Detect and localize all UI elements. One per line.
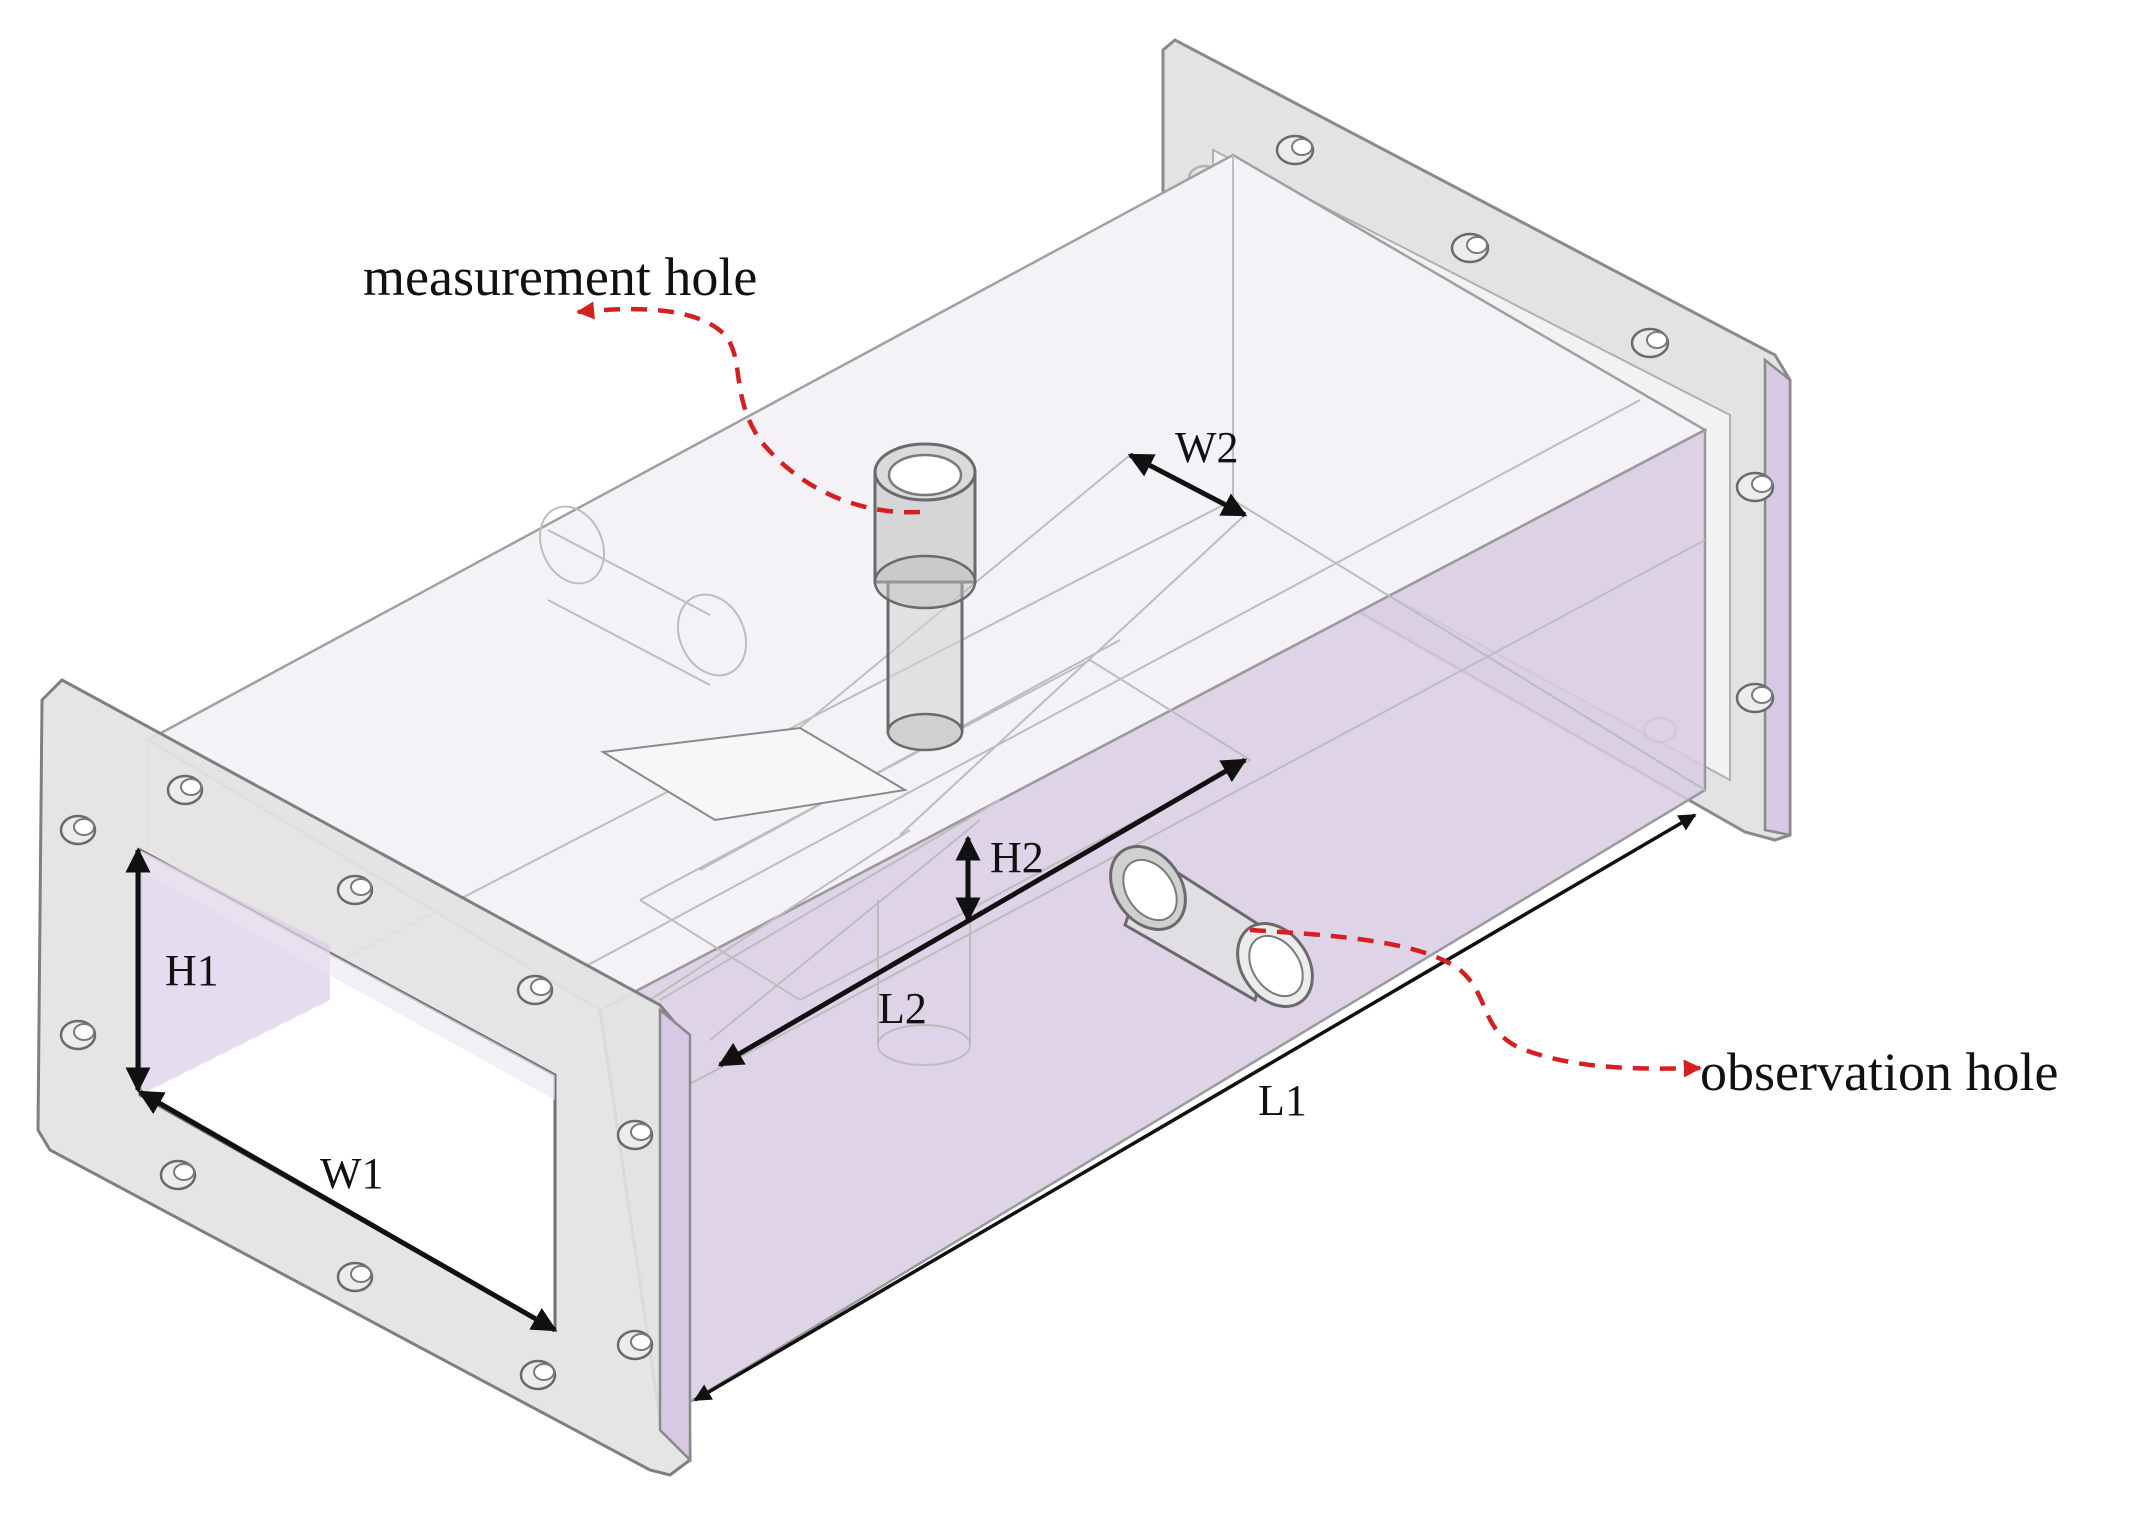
dimension-w1-arrow — [137, 1089, 558, 1333]
bolt-icon — [1735, 471, 1775, 503]
label-observation-hole: observation hole — [1700, 1042, 2058, 1102]
bolt-icon — [59, 814, 97, 846]
label-w2: W2 — [1175, 423, 1239, 472]
bolt-icon — [336, 1261, 374, 1293]
measurement-hole-tube — [873, 442, 977, 1066]
label-l2: L2 — [878, 984, 927, 1033]
bolt-icon — [336, 874, 374, 906]
dimension-lines — [125, 452, 1697, 1402]
label-measurement-hole: measurement hole — [363, 247, 757, 307]
bolt-icon — [1630, 327, 1670, 359]
bolt-icon — [166, 774, 204, 806]
bolt-icon — [616, 1119, 654, 1151]
dimension-l1-arrow — [693, 813, 1697, 1402]
observation-hole-leader — [1249, 927, 1702, 1078]
bolt-icon — [159, 1159, 197, 1191]
labels: measurement hole observation hole W1 H1 … — [165, 247, 2058, 1198]
bolt-icon — [1275, 134, 1315, 166]
label-w1: W1 — [320, 1149, 384, 1198]
measurement-hole-leader — [576, 301, 921, 515]
label-h1: H1 — [165, 946, 219, 995]
bolt-icon — [1735, 682, 1775, 714]
bolt-icon — [516, 974, 554, 1006]
bolt-icon — [519, 1359, 557, 1391]
back-side-tube — [538, 505, 748, 686]
bolt-icon — [616, 1329, 654, 1361]
dimension-w2-arrow — [1127, 452, 1248, 518]
dimension-l2-arrow — [717, 757, 1248, 1068]
bolt-icon — [1450, 232, 1490, 264]
bolt-icon — [59, 1019, 97, 1051]
leader-lines — [576, 301, 1702, 1078]
label-l1: L1 — [1258, 1076, 1307, 1125]
label-h2: H2 — [990, 833, 1044, 882]
